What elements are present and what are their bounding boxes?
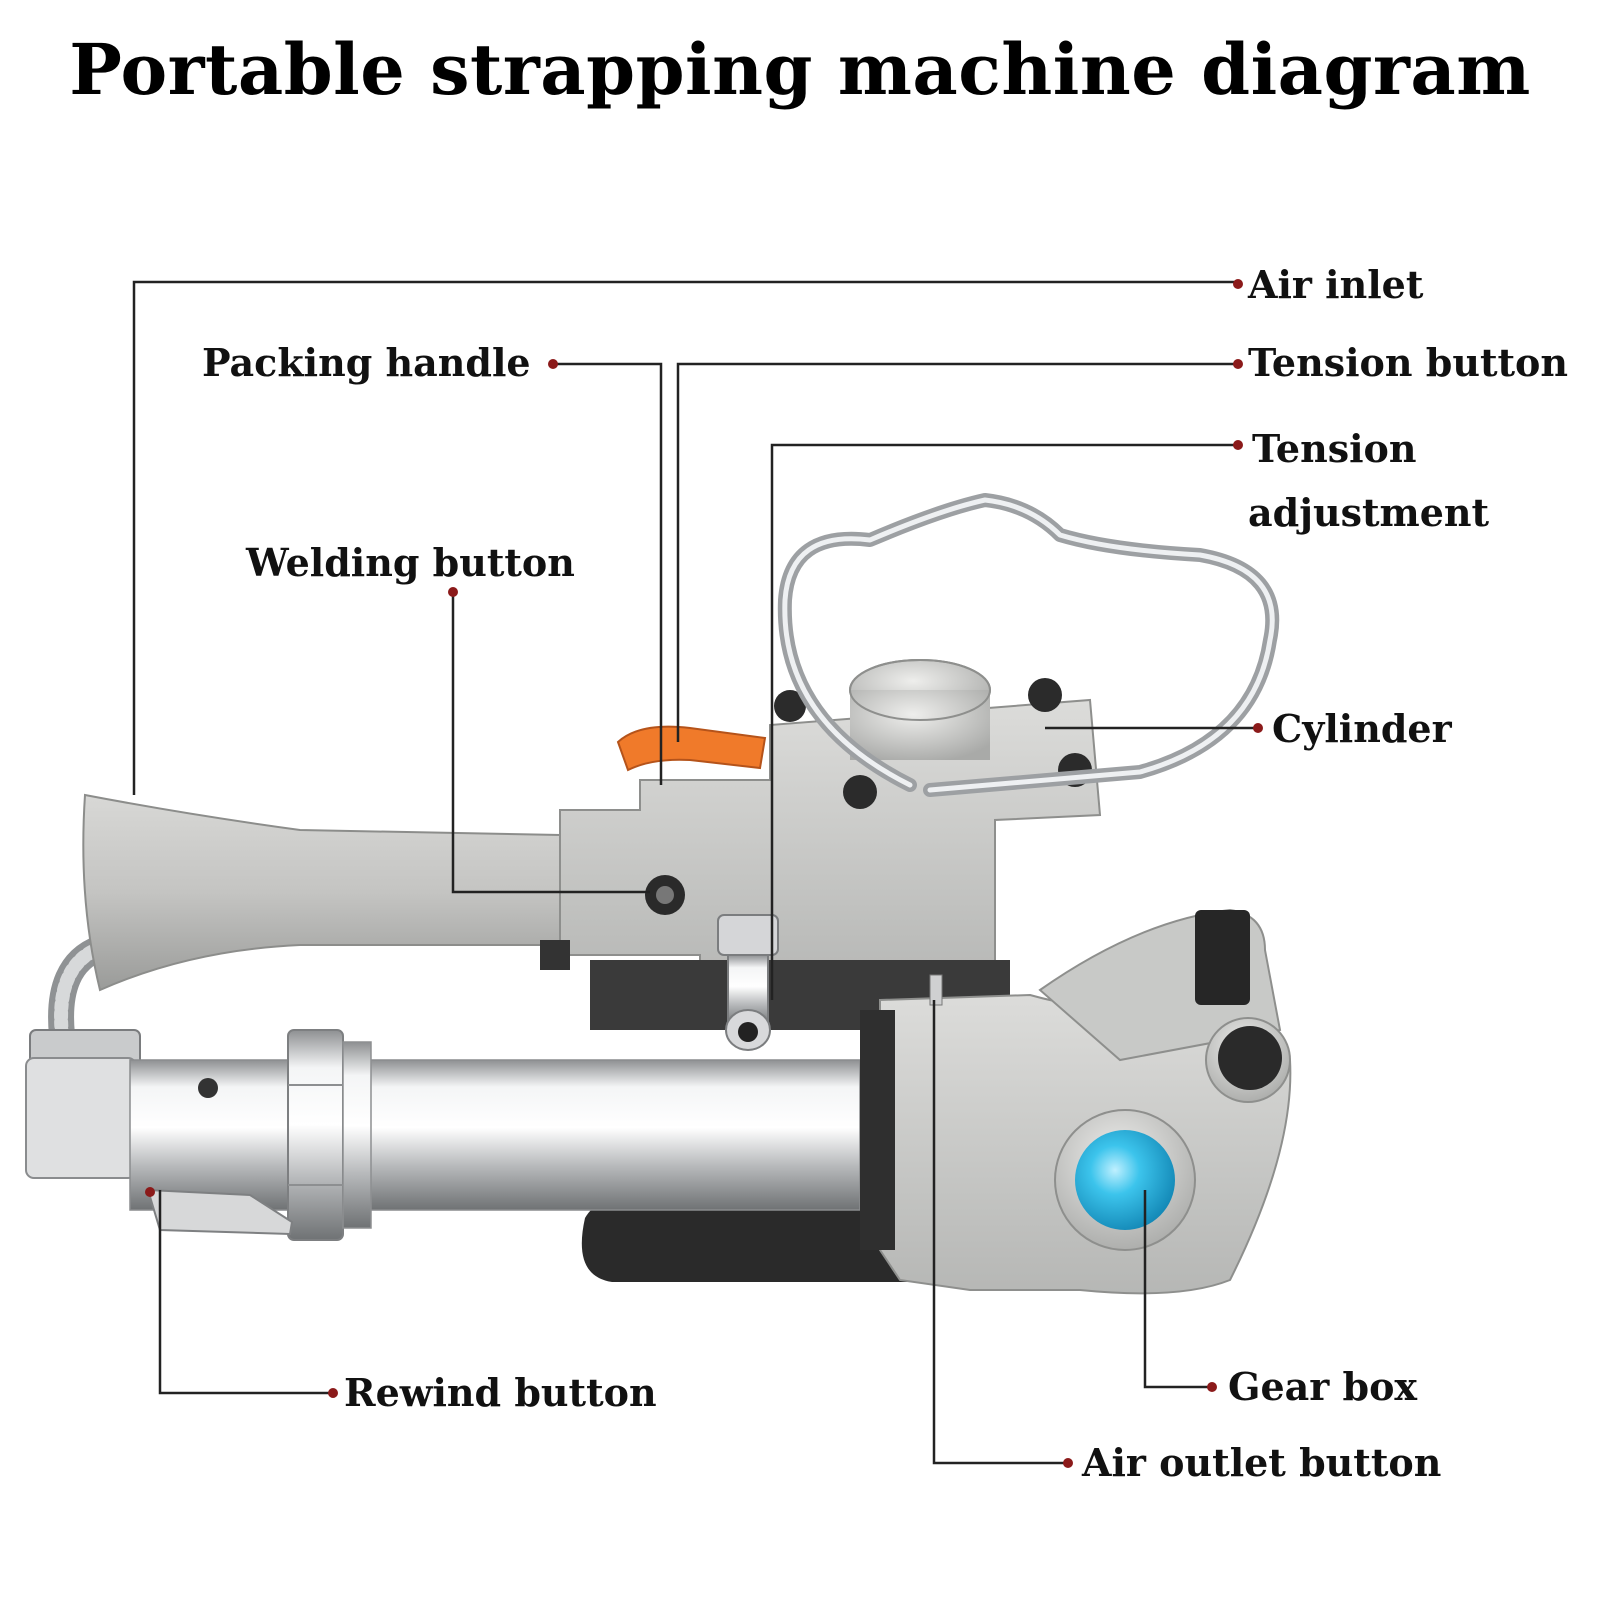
air-outlet-pin xyxy=(929,974,943,1006)
leader-air-inlet xyxy=(132,280,1235,795)
rewind-lever xyxy=(146,1188,294,1236)
label-welding-button: Welding button xyxy=(246,540,575,585)
hex-nut xyxy=(287,1029,344,1241)
label-air-inlet: Air inlet xyxy=(1248,262,1424,307)
dot-rewind-button xyxy=(328,1388,338,1398)
body-screw xyxy=(1028,678,1062,712)
main-body xyxy=(559,698,1102,986)
body-screw xyxy=(843,775,877,809)
label-rewind-button: Rewind button xyxy=(344,1370,657,1415)
dot-cylinder xyxy=(1253,723,1263,733)
leader-dots xyxy=(145,279,1263,1468)
rear-end-block xyxy=(25,1057,137,1179)
dot-gear-box xyxy=(1207,1382,1217,1392)
label-tension-button: Tension button xyxy=(1248,340,1569,385)
dot-air-outlet-button xyxy=(1063,1458,1073,1468)
tube-screw xyxy=(198,1078,218,1098)
air-motor-tube xyxy=(130,1060,860,1210)
dot-welding-button xyxy=(448,587,458,597)
dot-tension-button xyxy=(1233,359,1243,369)
label-cylinder: Cylinder xyxy=(1272,706,1452,751)
label-tension-adjustment-line1: Tension xyxy=(1252,426,1417,471)
dot-tension-adjustment xyxy=(1233,440,1243,450)
dot-air-inlet xyxy=(1233,279,1243,289)
label-air-outlet-button: Air outlet button xyxy=(1082,1440,1442,1485)
label-tension-adjustment-line2: adjustment xyxy=(1248,490,1490,535)
label-packing-handle: Packing handle xyxy=(202,340,531,385)
leader-gear-box xyxy=(1143,1190,1212,1389)
dot-rewind-origin xyxy=(145,1187,155,1197)
gear-box-blue-cap xyxy=(1075,1130,1175,1230)
leader-tension-adjustment xyxy=(770,443,1235,1000)
leader-air-outlet-button xyxy=(932,1000,1068,1465)
leader-welding-button xyxy=(451,592,650,894)
diagram-title: Portable strapping machine diagram xyxy=(69,28,1531,111)
leader-packing-handle xyxy=(553,362,663,785)
strapping-machine xyxy=(25,493,1292,1295)
leader-rewind-button xyxy=(158,1190,333,1395)
dot-packing-handle xyxy=(548,359,558,369)
air-inlet-fitting xyxy=(717,914,779,956)
leader-tension-button xyxy=(676,362,1235,742)
packing-grip xyxy=(82,793,561,992)
body-screw xyxy=(774,690,806,722)
leader-lines xyxy=(132,280,1255,1465)
orange-trigger xyxy=(616,725,767,772)
label-gear-box: Gear box xyxy=(1228,1364,1418,1409)
